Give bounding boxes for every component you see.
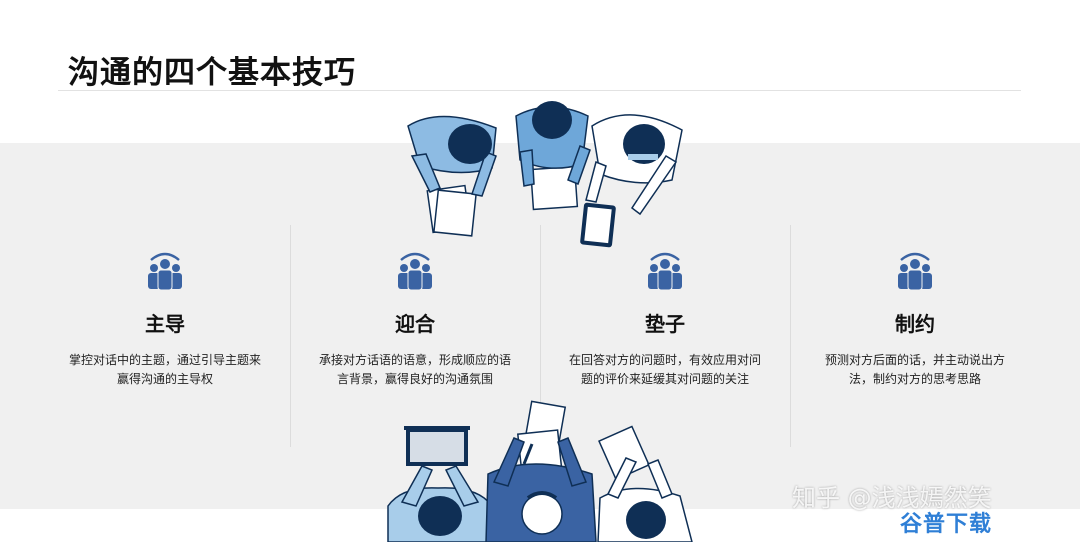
column-divider (790, 225, 791, 447)
column-divider (540, 225, 541, 447)
skill-title: 垫子 (645, 312, 685, 336)
bottom-meeting-illustration (387, 400, 693, 542)
team-icon (148, 252, 182, 291)
skill-description: 在回答对方的问题时，有效应用对问题的评价来延缓其对问题的关注 (568, 353, 761, 386)
site-badge: 谷普下载 (900, 512, 993, 537)
person-center (515, 101, 591, 187)
skill-column-constrain: 制约 预测对方后面的话，并主动说出方法，制约对方的思考思路 (790, 250, 1040, 389)
skill-description: 承接对方话语的语意，形成顺应的语言背景，赢得良好的沟通氛围 (318, 353, 511, 386)
person-bottom-right (597, 457, 693, 542)
top-meeting-illustration (407, 101, 683, 248)
column-divider (290, 225, 291, 447)
person-bottom-center (485, 437, 597, 542)
team-icon (648, 252, 682, 291)
skill-column-cater: 迎合 承接对方话语的语意，形成顺应的语言背景，赢得良好的沟通氛围 (290, 250, 540, 389)
skill-title: 制约 (895, 312, 935, 336)
team-icon (898, 252, 932, 291)
person-right (585, 114, 683, 216)
skill-title: 迎合 (395, 312, 435, 336)
person-left (407, 115, 497, 197)
laptop (404, 426, 470, 466)
skill-title: 主导 (145, 312, 185, 336)
tablet (580, 202, 616, 248)
skill-column-cushion: 垫子 在回答对方的问题时，有效应用对问题的评价来延缓其对问题的关注 (540, 250, 790, 389)
papers-left (426, 184, 477, 237)
title-divider (58, 90, 1021, 91)
zhihu-watermark: 知乎 @浅浅嫣然笑 (792, 484, 992, 512)
page-title: 沟通的四个基本技巧 (68, 55, 356, 91)
person-bottom-left (387, 465, 493, 542)
skill-column-lead: 主导 掌控对话中的主题，通过引导主题来赢得沟通的主导权 (40, 250, 290, 389)
papers-right (598, 425, 650, 481)
skill-description: 预测对方后面的话，并主动说出方法，制约对方的思考思路 (824, 353, 1005, 386)
skill-description: 掌控对话中的主题，通过引导主题来赢得沟通的主导权 (68, 353, 261, 386)
team-icon (398, 252, 432, 291)
